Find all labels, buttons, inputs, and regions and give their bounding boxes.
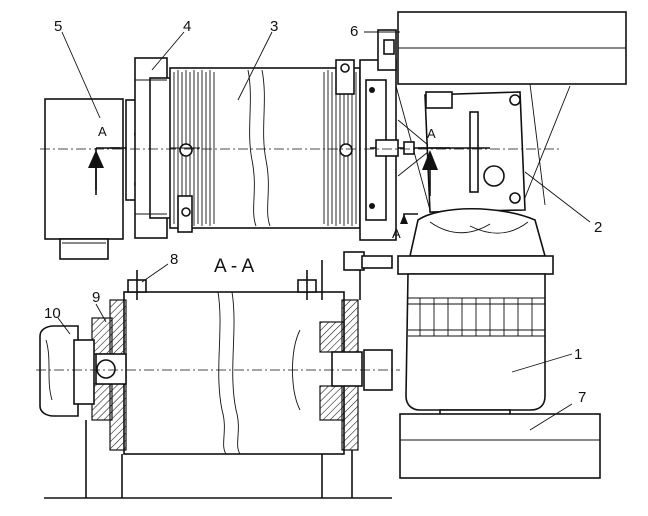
callout-4: 4 bbox=[183, 18, 191, 35]
section-a-a: A - A bbox=[36, 251, 400, 499]
end-housing-5 bbox=[44, 98, 124, 260]
leader-lines bbox=[57, 31, 591, 431]
flange-4 bbox=[134, 57, 173, 239]
section-mark-small: A bbox=[392, 213, 418, 241]
section-title: A - A bbox=[214, 256, 254, 277]
section-mark-left: A bbox=[98, 124, 107, 139]
section-mark-right: A bbox=[427, 126, 436, 141]
svg-text:A: A bbox=[392, 226, 401, 241]
callout-3: 3 bbox=[270, 18, 278, 35]
base-7 bbox=[399, 413, 601, 479]
callout-6: 6 bbox=[350, 23, 358, 40]
callout-7: 7 bbox=[578, 389, 586, 406]
callout-1: 1 bbox=[574, 346, 582, 363]
gear-plate-2 bbox=[424, 83, 546, 213]
callout-5: 5 bbox=[54, 18, 62, 35]
callout-2: 2 bbox=[594, 219, 602, 236]
top-view: A A A bbox=[40, 11, 627, 260]
shaft-right bbox=[370, 119, 490, 177]
drum-3 bbox=[169, 59, 361, 233]
right-flange bbox=[359, 29, 397, 241]
motor-1 bbox=[397, 207, 554, 419]
callout-10: 10 bbox=[44, 305, 61, 322]
section-arrow-left: A bbox=[88, 124, 120, 195]
section-arrow-right: A bbox=[418, 126, 450, 196]
callout-9: 9 bbox=[92, 289, 100, 306]
callout-8: 8 bbox=[170, 251, 178, 268]
callout-labels: 1 2 3 4 5 6 7 8 9 10 bbox=[44, 18, 602, 406]
